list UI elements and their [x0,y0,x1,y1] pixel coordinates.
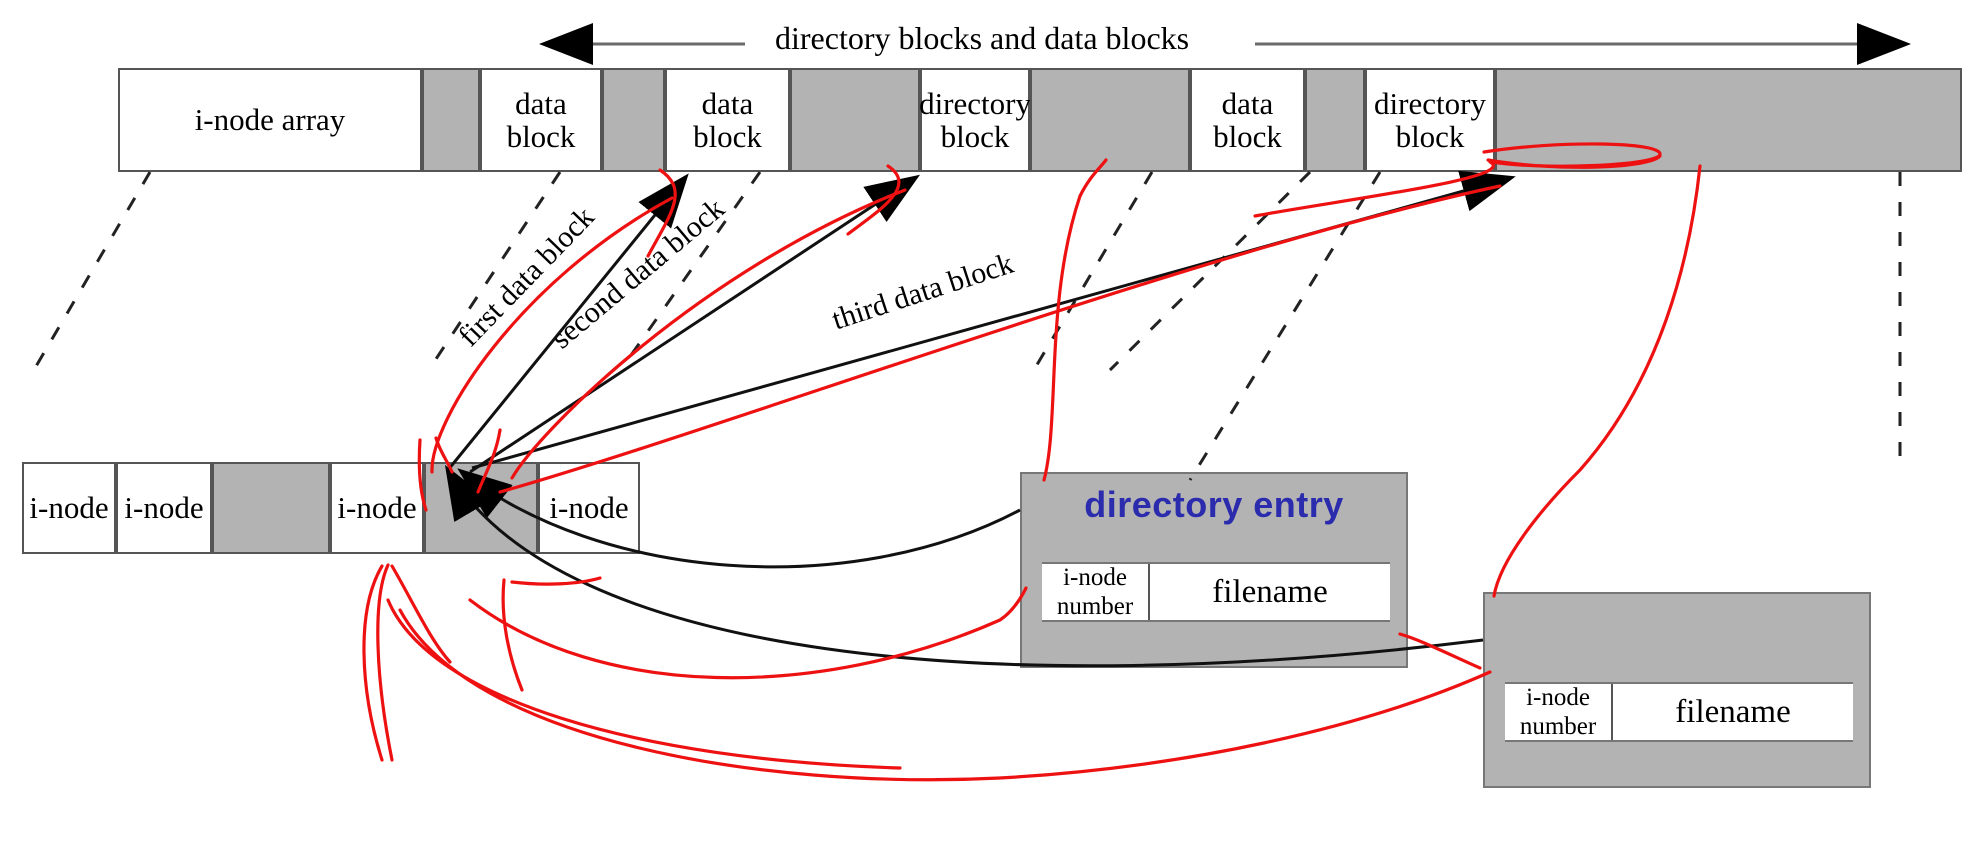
disk-block-label-line: block [940,119,1010,154]
directory-entry-row: i-node number filename [1042,562,1390,622]
filename-cell-2: filename [1613,684,1853,740]
disk-block-label-line: block [1395,119,1465,154]
directory-entry-panel: directory entry i-node number filename [1020,472,1408,668]
disk-block-label-line: directory [1374,85,1486,121]
dashed-guides [33,170,1902,481]
arrow-third-data-block [471,170,1516,470]
directory-block-panel: i-node number filename [1483,592,1871,788]
disk-block-label-line: data [515,85,567,121]
inode-slot-empty [424,462,538,554]
disk-block-label-line: data [1221,85,1274,121]
inode-number-cell-2: i-node number [1505,684,1613,740]
inode-number-line2: number [1519,713,1597,740]
inode-number-line2: number [1056,593,1134,620]
disk-block-label-line: block [1213,119,1282,154]
inode-number-line1: i-node [1063,563,1127,591]
disk-block-label-line: block [693,119,762,154]
inode-slot-empty [212,462,330,554]
disk-block-unused [422,68,480,172]
inode-slot: i-node [538,462,640,554]
inode-number-cell: i-node number [1042,564,1150,620]
disk-block-unused [602,68,665,172]
disk-block-label-line: data [701,85,754,121]
disk-block-unused [790,68,920,172]
directory-block-row: i-node number filename [1505,682,1853,742]
disk-block-i-node-array: i-node array [118,68,422,172]
disk-block-unused [1030,68,1190,172]
disk-block-label-line: directory [919,85,1031,121]
inode-slot: i-node [22,462,116,554]
inode-number-line1: i-node [1526,683,1590,711]
inode-to-datablock-arrows [446,170,1516,474]
disk-block-label-line: i-node array [194,102,346,138]
disk-block-unused [1305,68,1365,172]
directory-entry-title: directory entry [1084,484,1344,525]
filename-cell: filename [1150,564,1390,620]
span-label-directory-and-data-blocks: directory blocks and data blocks [775,20,1190,56]
inode-slot: i-node [116,462,212,554]
inode-slot: i-node [330,462,424,554]
disk-block-unused [1495,68,1962,172]
pointer-label-third-data-block: third data block [828,246,1018,337]
disk-block-label-line: block [506,119,576,154]
